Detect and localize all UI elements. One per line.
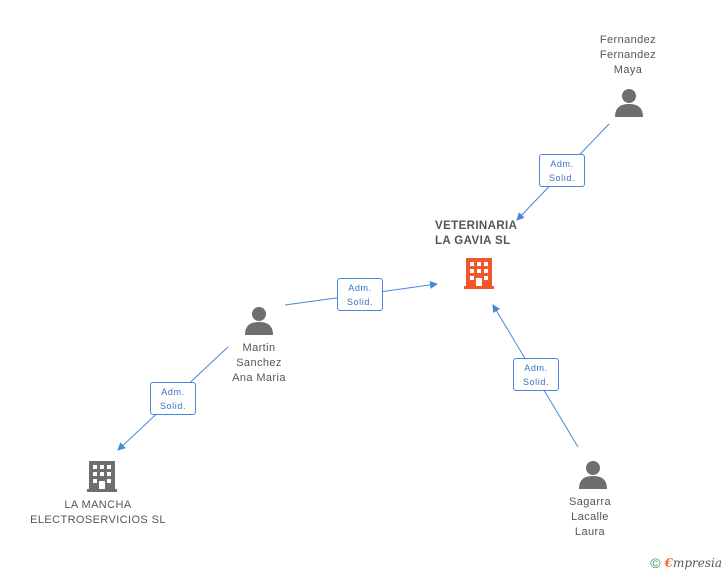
relation-badge-mancha[interactable]: Adm. Solid. — [150, 382, 196, 415]
node-person-sagarra[interactable]: Sagarra Lacalle Laura — [540, 495, 640, 540]
node-label-line1: Sagarra — [569, 496, 611, 508]
node-label-line2: Sanchez — [236, 357, 282, 369]
node-label-line1: Martin — [242, 342, 276, 354]
node-label-line1: VETERINARIA — [435, 220, 518, 232]
node-label-line3: Maya — [613, 64, 643, 76]
brand-rest: mpresia — [672, 556, 722, 570]
relation-badge-sagarra[interactable]: Adm. Solid. — [513, 358, 559, 391]
person-icon — [615, 89, 643, 117]
node-label-line2: LA GAVIA SL — [435, 235, 511, 247]
footer-brand: © €mpresia — [650, 555, 722, 571]
relation-badge-fernandez[interactable]: Adm. Solid. — [539, 154, 585, 187]
node-label-line1: Fernandez — [599, 34, 657, 46]
node-company-la-mancha[interactable]: LA MANCHA ELECTROSERVICIOS SL — [22, 498, 174, 528]
building-icon — [464, 258, 494, 289]
relation-badge-martin[interactable]: Adm. Solid. — [337, 278, 383, 311]
person-icon — [245, 307, 273, 335]
node-label-line3: Ana Maria — [232, 372, 286, 384]
building-icon — [87, 461, 117, 492]
node-label-line1: LA MANCHA — [64, 499, 132, 511]
relation-type: Solid. — [159, 400, 187, 411]
relation-role: Adm. — [348, 282, 372, 293]
node-person-fernandez[interactable]: Fernandez Fernandez Maya — [578, 33, 678, 78]
brand-first: € — [664, 556, 673, 570]
node-label-line3: Laura — [574, 526, 606, 538]
node-label-line2: ELECTROSERVICIOS SL — [30, 514, 166, 526]
node-veterinaria-la-gavia[interactable]: VETERINARIA LA GAVIA SL — [435, 219, 517, 249]
person-icon — [579, 461, 607, 489]
relation-role: Adm. — [524, 362, 548, 373]
relation-type: Solid. — [346, 296, 374, 307]
relation-type: Solid. — [548, 172, 576, 183]
node-label-line2: Fernandez — [599, 49, 657, 61]
relation-role: Adm. — [161, 386, 185, 397]
node-person-martin[interactable]: Martin Sanchez Ana Maria — [209, 341, 309, 386]
copyright-icon: © — [650, 555, 661, 571]
node-label-line2: Lacalle — [571, 511, 609, 523]
relation-role: Adm. — [550, 158, 574, 169]
brand-logo: €mpresia — [665, 556, 722, 570]
relation-type: Solid. — [522, 376, 550, 387]
